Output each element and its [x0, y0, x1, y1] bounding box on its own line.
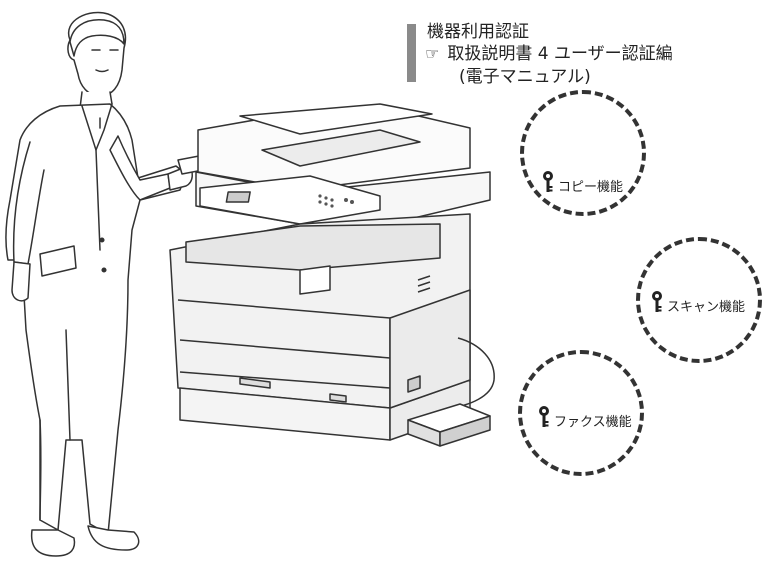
reference-text: 取扱説明書 4 ユーザー認証編	[447, 44, 673, 64]
card-reader	[407, 403, 491, 447]
reader-cable	[447, 337, 495, 409]
man-figure	[5, 11, 225, 557]
scan-function-label: スキャン機能	[667, 300, 746, 315]
fax-function-circle	[518, 350, 644, 476]
copy-function-circle	[520, 90, 646, 216]
reference-subtitle: (電子マニュアル)	[459, 67, 591, 87]
heading-reference: ☞ 取扱説明書 4 ユーザー認証編	[425, 44, 673, 64]
copy-function-label: コピー機能	[558, 180, 624, 195]
mfp-printer	[169, 103, 491, 441]
heading-title: 機器利用認証	[427, 22, 529, 42]
heading-bar	[407, 24, 416, 82]
key-icon	[539, 406, 549, 427]
key-icon	[543, 171, 553, 192]
fax-function-label: ファクス機能	[554, 415, 632, 430]
hand-pointing-icon: ☞	[425, 44, 440, 63]
key-icon	[652, 291, 662, 312]
scan-function-circle	[636, 237, 762, 363]
